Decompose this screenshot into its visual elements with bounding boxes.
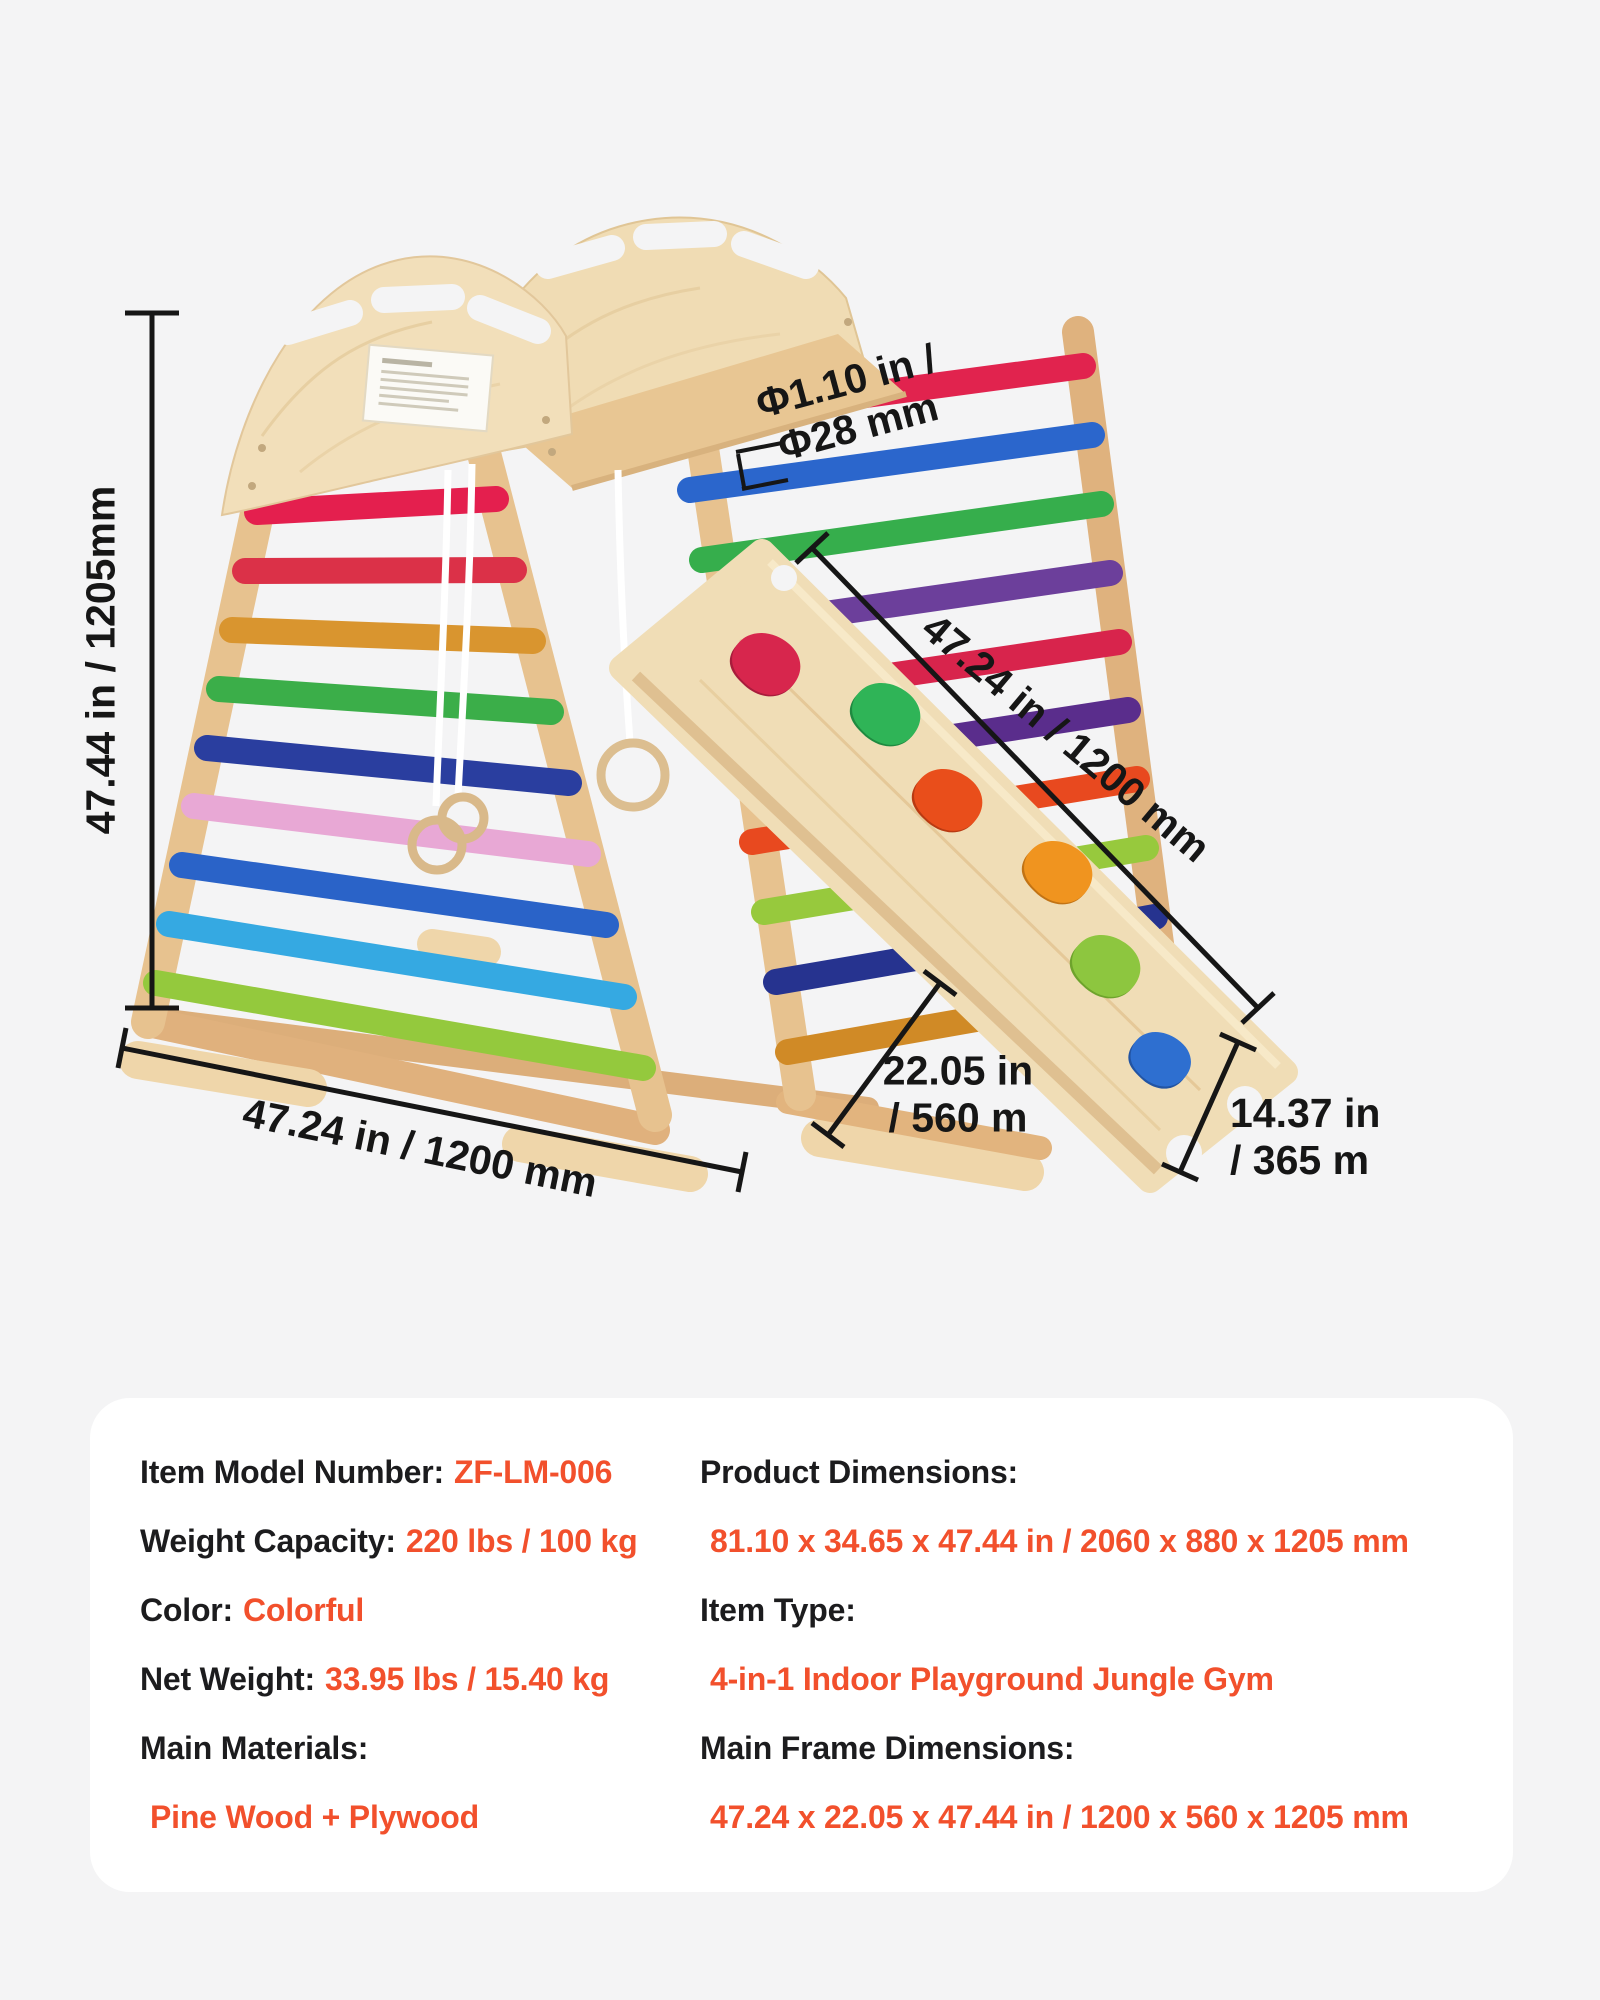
base-depth-dimension-line <box>810 969 958 1149</box>
base-depth-dimension-label: 22.05 in / 560 m <box>883 1047 1033 1140</box>
spec-label: Color: <box>140 1592 234 1628</box>
slide-edge-notch <box>1227 1086 1263 1122</box>
spec-label: Main Frame Dimensions: <box>700 1730 1075 1766</box>
product-label-sticker <box>361 343 495 433</box>
base-depth-label-line1: 22.05 in <box>882 1047 1034 1094</box>
front-arch-handles <box>275 284 551 345</box>
spec-value: ZF-LM-006 <box>453 1454 613 1490</box>
slide-hook-notch <box>771 565 797 591</box>
height-dimension-label: 47.44 in / 1205mm <box>77 485 124 835</box>
spec-product-dimensions-value: 81.10 x 34.65 x 47.44 in / 2060 x 880 x … <box>700 1507 1483 1576</box>
front-ladder <box>131 421 672 1132</box>
slide-ramp <box>609 539 1298 1193</box>
platform-deck <box>508 334 907 491</box>
back-arch-handles <box>535 221 819 279</box>
climbing-holds <box>729 632 1191 1089</box>
slide-width-dimension-line <box>1160 1031 1258 1183</box>
spec-label: Item Type: <box>700 1592 856 1628</box>
spec-value: 4-in-1 Indoor Playground Jungle Gym <box>710 1661 1274 1697</box>
front-base <box>119 1007 708 1192</box>
spec-product-dimensions-label: Product Dimensions: <box>700 1438 1483 1507</box>
product-figure: 47.44 in / 1205mm Φ1.10 in / Φ28 mm 47.2… <box>77 216 1380 1206</box>
spec-item-type-label: Item Type: <box>700 1576 1483 1645</box>
spec-net-weight: Net Weight: 33.95 lbs / 15.40 kg <box>140 1645 700 1714</box>
spec-value: Pine Wood + Plywood <box>150 1799 479 1835</box>
spec-weight-capacity: Weight Capacity: 220 lbs / 100 kg <box>140 1507 700 1576</box>
base-depth-label-line2: / 560 m <box>888 1094 1028 1140</box>
height-dimension-line <box>125 310 179 1011</box>
slide-width-label-line2: / 365 m <box>1230 1136 1370 1183</box>
spec-label: Weight Capacity: <box>140 1523 396 1559</box>
spec-main-frame-dimensions-label: Main Frame Dimensions: <box>700 1714 1483 1783</box>
hanging-ring-back <box>596 469 670 812</box>
spec-label: Product Dimensions: <box>700 1454 1019 1490</box>
spec-label: Main Materials: <box>140 1730 369 1766</box>
spec-value: 33.95 lbs / 15.40 kg <box>324 1661 610 1697</box>
spec-main-frame-dimensions-value: 47.24 x 22.05 x 47.44 in / 1200 x 560 x … <box>700 1783 1483 1852</box>
spec-main-materials-value: Pine Wood + Plywood <box>140 1783 700 1852</box>
climbing-triangle-with-slide-illustration <box>115 216 1298 1193</box>
spec-column-left: Item Model Number: ZF-LM-006 Weight Capa… <box>140 1438 700 1892</box>
rung-diameter-bracket <box>735 441 789 491</box>
spec-label: Item Model Number: <box>140 1454 444 1490</box>
slide-width-dimension-label: 14.37 in / 365 m <box>1230 1090 1380 1183</box>
spec-value: 220 lbs / 100 kg <box>405 1523 638 1559</box>
spec-item-type-value: 4-in-1 Indoor Playground Jungle Gym <box>700 1645 1483 1714</box>
slide-width-label-line1: 14.37 in <box>1230 1090 1381 1136</box>
slide-length-dimension-line <box>794 531 1276 1025</box>
swing-rings-front <box>407 463 489 875</box>
spec-color: Color: Colorful <box>140 1576 700 1645</box>
front-width-dimension-line <box>115 1027 749 1193</box>
spec-value: Colorful <box>243 1592 365 1628</box>
specification-panel: Item Model Number: ZF-LM-006 Weight Capa… <box>90 1398 1513 1892</box>
spec-item-model-number: Item Model Number: ZF-LM-006 <box>140 1438 700 1507</box>
dimension-lines <box>115 310 1276 1193</box>
spec-column-right: Product Dimensions: 81.10 x 34.65 x 47.4… <box>700 1438 1483 1892</box>
front-arch-panel <box>220 255 574 517</box>
spec-value: 81.10 x 34.65 x 47.44 in / 2060 x 880 x … <box>710 1523 1409 1559</box>
spec-value: 47.24 x 22.05 x 47.44 in / 1200 x 560 x … <box>710 1799 1409 1835</box>
spec-main-materials-label: Main Materials: <box>140 1714 700 1783</box>
spec-label: Net Weight: <box>140 1661 315 1697</box>
